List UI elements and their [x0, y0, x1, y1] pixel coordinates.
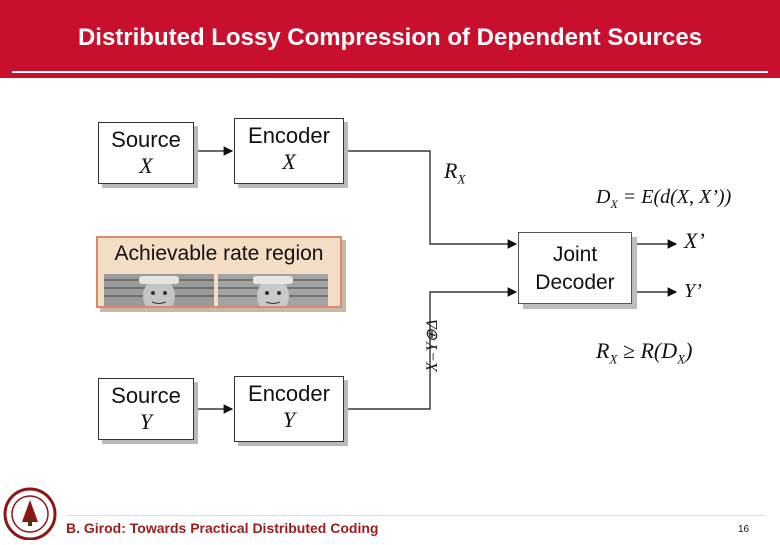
source-y-box: Source Y: [98, 378, 194, 440]
joint-decoder-box: Joint Decoder: [518, 232, 632, 304]
footer-text: B. Girod: Towards Practical Distributed …: [66, 520, 379, 536]
encoder-y-symbol: Y: [282, 407, 296, 432]
output-x-label: X’: [684, 228, 705, 253]
rate-region-label: Achievable rate region: [114, 242, 324, 265]
encoder-x-label: Encoder: [248, 123, 330, 148]
joint-decoder-line1: Joint: [552, 243, 598, 266]
encoder-y-label: Encoder: [248, 381, 330, 406]
face-image-left: [104, 274, 214, 306]
face-image-right: [218, 274, 328, 306]
arrow-encoder-y-to-decoder: [346, 287, 518, 410]
source-x-box: Source X: [98, 122, 194, 184]
encoder-y-box: Encoder Y: [234, 376, 344, 442]
ry-rotated-label: X=Y⊕Δ: [424, 319, 441, 372]
encoder-x-box: Encoder X: [234, 118, 344, 184]
university-seal-icon: [2, 486, 58, 541]
source-x-label: Source: [111, 127, 181, 152]
source-y-symbol: Y: [139, 409, 153, 434]
title-bar: Distributed Lossy Compression of Depende…: [0, 0, 780, 78]
rx-label: RX: [444, 158, 466, 187]
distortion-formula: DX = E(d(X, X’)): [596, 186, 732, 211]
rate-bound-formula: RX ≥ R(DX): [596, 338, 693, 367]
rate-region-box[interactable]: Achievable rate region: [96, 236, 342, 308]
output-y-label: Y’: [684, 280, 702, 302]
arrow-encoder-x-to-decoder: [346, 150, 518, 249]
source-y-label: Source: [111, 383, 181, 408]
title-underline: [12, 71, 768, 73]
source-x-symbol: X: [139, 153, 153, 178]
footer-divider: [66, 515, 766, 516]
slide-title: Distributed Lossy Compression of Depende…: [77, 24, 703, 51]
page-number: 16: [738, 524, 750, 535]
joint-decoder-line2: Decoder: [535, 271, 615, 294]
encoder-x-symbol: X: [282, 149, 296, 174]
